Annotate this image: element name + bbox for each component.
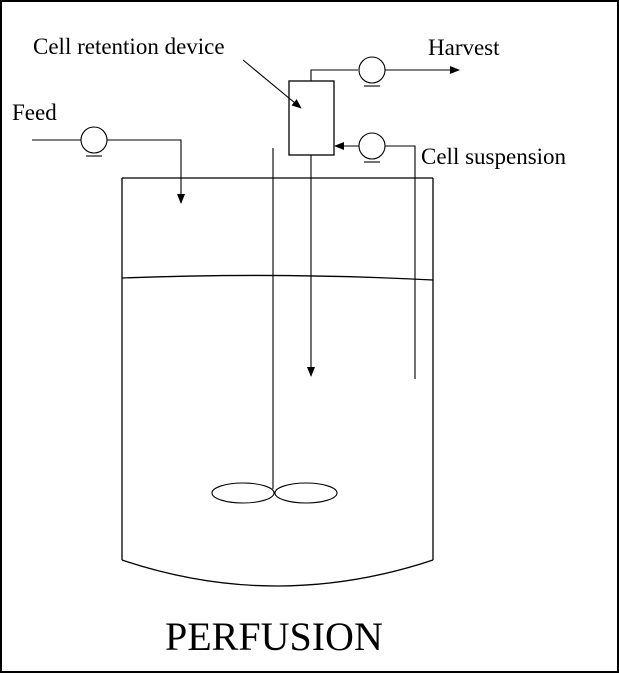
cell-retention-device xyxy=(288,80,335,156)
cell-suspension-pump-icon xyxy=(358,132,386,160)
harvest-pipe xyxy=(310,69,358,81)
cell-suspension-line xyxy=(334,132,416,379)
impeller-blade-right xyxy=(274,482,338,504)
cell-suspension-label: Cell suspension xyxy=(421,144,567,169)
cell-suspension-pipe xyxy=(385,145,416,379)
harvest-label: Harvest xyxy=(428,35,500,60)
feed-arrow xyxy=(107,139,185,204)
vessel-bottom xyxy=(121,559,434,587)
impeller-blade-left xyxy=(211,482,275,504)
feed-label: Feed xyxy=(12,100,57,125)
retention-device-pointer xyxy=(242,59,302,109)
diagram-title: PERFUSION xyxy=(165,614,383,659)
harvest-line xyxy=(310,56,460,87)
harvest-pump-icon xyxy=(358,56,386,84)
impeller xyxy=(211,148,338,504)
bioreactor-vessel xyxy=(121,177,434,587)
liquid-surface xyxy=(121,274,434,281)
cell-retention-device-label: Cell retention device xyxy=(33,34,225,59)
feed-pump-icon xyxy=(80,126,108,154)
feed-line xyxy=(32,126,185,204)
